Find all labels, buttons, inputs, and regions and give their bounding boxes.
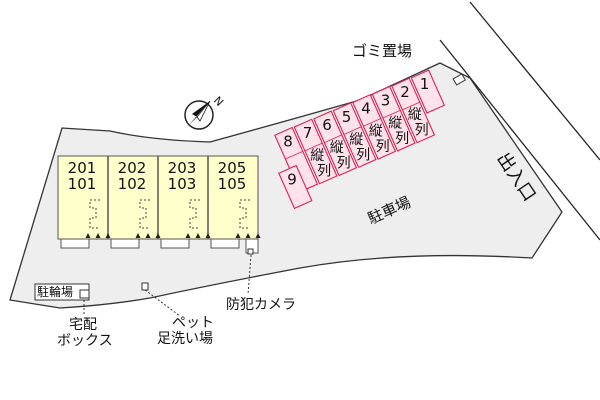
pet-wash-leader: [144, 289, 181, 317]
entrance-arrow: [245, 233, 251, 238]
unit-number-lower: 101: [67, 175, 97, 193]
parking-stall: 5 縦列: [332, 102, 377, 169]
entrance-arrow: [85, 233, 91, 238]
unit-number-upper: 201: [67, 159, 97, 177]
entrance-arrow: [235, 233, 241, 238]
stall-divider: [285, 150, 303, 160]
parking-type-char: 縦: [349, 132, 363, 148]
north-arrow-icon: [184, 100, 214, 130]
parking-stall: 9: [278, 164, 313, 210]
parking-number: 1: [420, 75, 430, 93]
unit-number-upper: 202: [117, 159, 147, 177]
parking-number: 6: [322, 116, 332, 134]
parking-stall-outline: [371, 85, 416, 152]
security-camera-leader: [247, 254, 252, 296]
unit-number-upper: 205: [217, 159, 247, 177]
entrance-arrow: [135, 233, 141, 238]
parking-type-char: 縦: [408, 107, 422, 123]
parking-type-char: 列: [356, 147, 370, 163]
garbage-station-marker: [452, 73, 467, 86]
stair-line: [139, 199, 150, 229]
stair-line: [189, 199, 200, 229]
stall-divider: [363, 118, 381, 127]
stall-divider: [402, 101, 420, 111]
parking-stall: 7 縦列: [293, 118, 338, 185]
stall-divider: [382, 109, 401, 119]
balcony-strip: [60, 238, 259, 254]
pet-wash-label-line2: 足洗い場: [157, 331, 213, 347]
parking-type-char: 縦: [330, 140, 344, 156]
parking-stall-outline: [410, 69, 446, 114]
entrance-arrow: [105, 233, 111, 238]
parking-stall: 4 縦列: [352, 94, 397, 160]
compass-letter: N: [211, 94, 226, 109]
road-edge-line-inner: [439, 39, 600, 241]
pet-wash-label-line1: ペット: [172, 315, 214, 331]
road-edge-line-outer: [469, 1, 600, 161]
entrance-arrow: [145, 233, 151, 238]
bicycle-parking-label: 駐輪場: [37, 285, 74, 299]
parking-stall-outline: [391, 77, 436, 144]
parking-number: 7: [303, 124, 313, 142]
unit-number-lower: 102: [117, 175, 147, 193]
entrance-arrow: [255, 233, 261, 238]
stall-divider: [304, 142, 323, 152]
parking-stall: 6 縦列: [313, 110, 358, 177]
balcony: [210, 238, 240, 249]
parking-type-char: 列: [376, 139, 390, 155]
entrance-arrow: [185, 233, 191, 238]
parking-number: 3: [381, 91, 391, 109]
parking-stall-outline: [274, 126, 319, 193]
parking-number: 2: [400, 83, 410, 101]
parking-stall-outline: [293, 118, 338, 185]
parking-type-char: 縦: [369, 124, 383, 140]
stair-line: [89, 199, 100, 229]
parking-stall: 3 縦列: [371, 85, 416, 152]
parking-stall-outline: [332, 102, 377, 169]
unit-dividers: [107, 156, 209, 239]
parking-stall: 8: [274, 126, 319, 193]
balcony: [60, 238, 90, 249]
unit-number-upper: 203: [167, 159, 197, 177]
delivery-box-label-line1: 宅配: [69, 317, 97, 333]
security-camera-marker: [247, 248, 254, 255]
pet-wash-marker: [141, 282, 149, 291]
delivery-box-marker: [79, 289, 90, 299]
parking-number: 4: [361, 100, 371, 118]
parking-type-char: 列: [415, 123, 429, 139]
balcony: [160, 238, 190, 249]
parking-type-char: 列: [317, 164, 331, 180]
entrance-arrow: [205, 233, 211, 238]
balcony: [110, 238, 140, 249]
parking-type-char: 縦: [388, 115, 402, 131]
parking-stall-outline: [352, 94, 397, 160]
entrance-arrow: [95, 233, 101, 238]
parking-stall-outline: [278, 164, 313, 210]
garbage-station-label: ゴミ置場: [352, 42, 413, 60]
stall-divider: [343, 126, 362, 135]
parking-type-char: 列: [395, 131, 409, 147]
unit-number-lower: 103: [167, 175, 197, 193]
parking-type-char: 列: [337, 156, 351, 172]
parking-stall: 1: [410, 69, 446, 114]
unit-number-lower: 105: [217, 175, 247, 193]
parking-stall: 2 縦列: [391, 77, 436, 144]
parking-number: 8: [283, 132, 293, 150]
entrance-markers: [85, 233, 261, 238]
parking-stall-outline: [313, 110, 358, 177]
security-camera-label: 防犯カメラ: [226, 297, 296, 313]
interior-stair-lines: [89, 199, 250, 229]
delivery-box-label-line2: ボックス: [57, 333, 113, 349]
stall-divider: [324, 134, 342, 144]
entrance-arrow: [195, 233, 201, 238]
parking-number: 9: [287, 170, 297, 188]
stair-line: [239, 199, 250, 229]
parking-type-char: 縦: [310, 148, 324, 164]
entrance-arrow: [155, 233, 161, 238]
parking-number: 5: [342, 108, 352, 126]
